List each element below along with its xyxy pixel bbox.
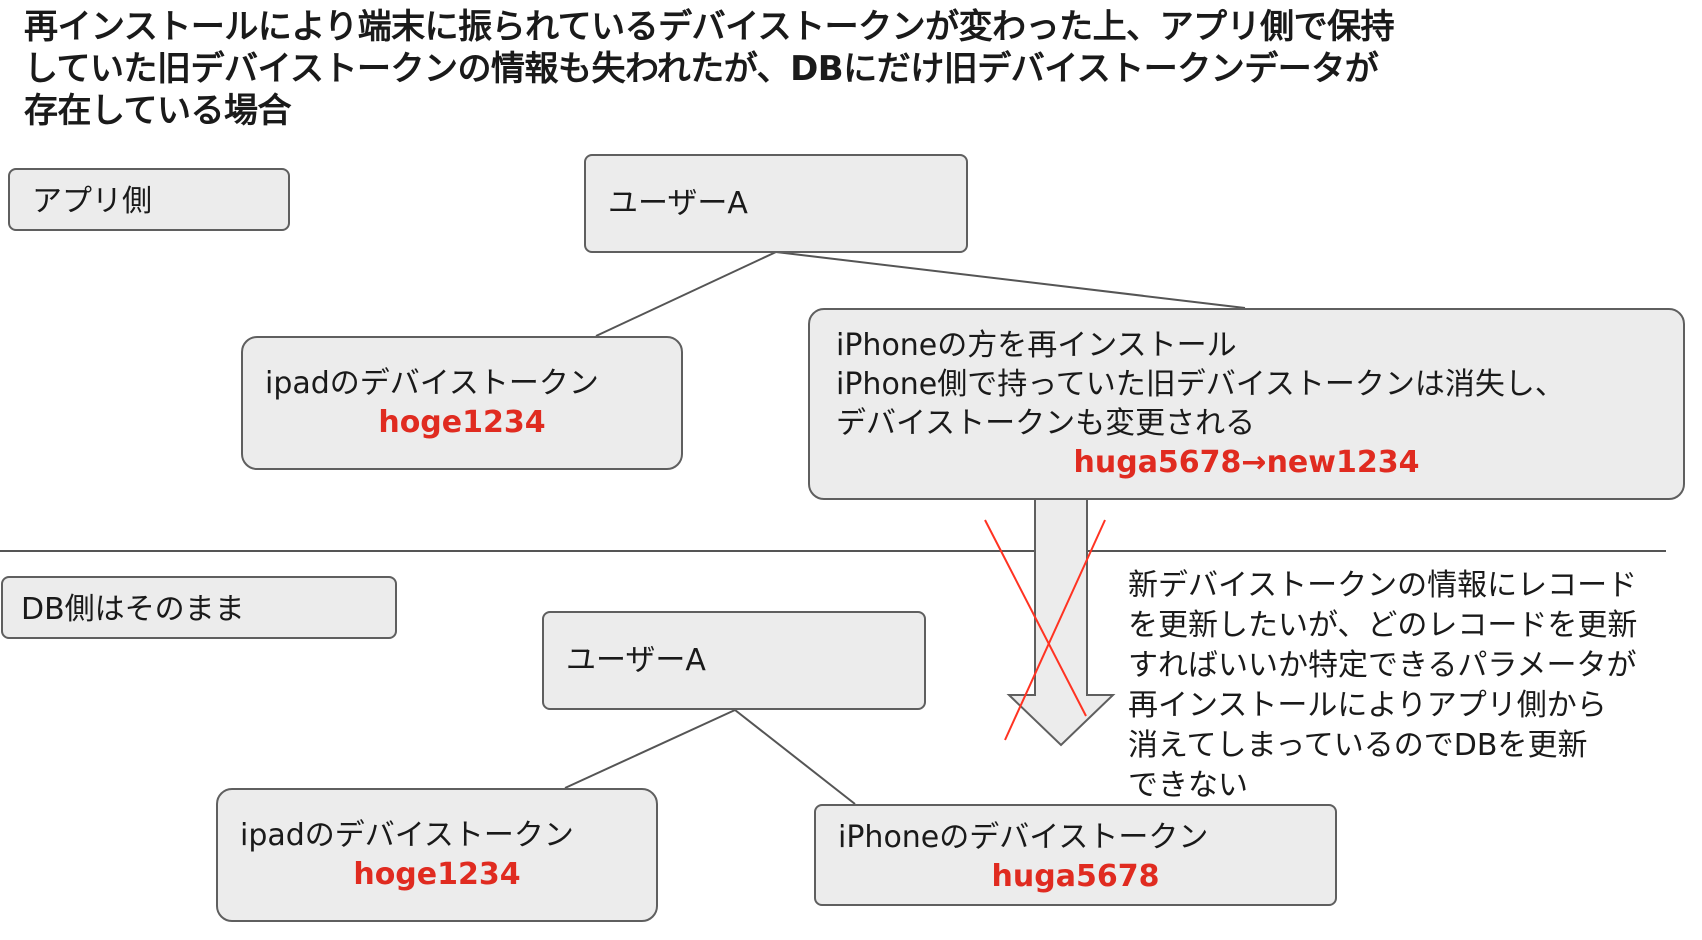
app-user-label: ユーザーA [608, 186, 748, 221]
db-ipad-label: ipadのデバイストークン [240, 818, 574, 853]
diagram-title: 再インストールにより端末に振られているデバイストークンが変わった上、アプリ側で保… [24, 6, 1664, 132]
app-section-label-box: アプリ側 [8, 168, 290, 231]
db-section-label: DB側はそのまま [21, 592, 245, 627]
app-ipad-token: hoge1234 [378, 405, 546, 440]
connector-db-user-to-iphone [734, 709, 856, 805]
db-section-label-box: DB側はそのまま [1, 576, 397, 639]
db-ipad-token: hoge1234 [353, 857, 521, 892]
app-iphone-line: デバイストークンも変更される [836, 406, 1256, 441]
note-line: すればいいか特定できるパラメータが [1128, 648, 1637, 683]
title-line: していた旧デバイストークンの情報も失われたが、DBにだけ旧デバイストークンデータ… [24, 49, 1379, 89]
connector-app-user-to-iphone [775, 251, 1246, 309]
cross-mark-line-1 [984, 519, 1087, 717]
app-ipad-label: ipadのデバイストークン [265, 366, 599, 401]
db-iphone-token: huga5678 [991, 859, 1160, 894]
note-line: できない [1128, 768, 1248, 803]
note-line: を更新したいが、どのレコードを更新 [1128, 608, 1638, 643]
app-user-node: ユーザーA [584, 154, 968, 253]
note-line: 再インストールによりアプリ側から [1128, 688, 1607, 723]
db-ipad-node: ipadのデバイストークン hoge1234 [216, 788, 658, 922]
app-section-label: アプリ側 [32, 184, 152, 219]
title-line: 再インストールにより端末に振られているデバイストークンが変わった上、アプリ側で保… [24, 7, 1395, 47]
connector-db-user-to-ipad [564, 709, 736, 789]
db-iphone-node: iPhoneのデバイストークン huga5678 [814, 804, 1337, 906]
title-line: 存在している場合 [24, 91, 291, 131]
explanation-note: 新デバイストークンの情報にレコード を更新したいが、どのレコードを更新 すればい… [1128, 566, 1702, 806]
app-iphone-node: iPhoneの方を再インストール iPhone側で持っていた旧デバイストークンは… [808, 308, 1685, 500]
app-iphone-line: iPhoneの方を再インストール [836, 328, 1237, 363]
cross-mark-line-2 [1004, 519, 1106, 741]
db-user-label: ユーザーA [566, 643, 706, 678]
app-iphone-line: iPhone側で持っていた旧デバイストークンは消失し、 [836, 367, 1565, 402]
note-line: 新デバイストークンの情報にレコード [1128, 568, 1638, 603]
connector-app-user-to-ipad [595, 251, 777, 337]
app-ipad-node: ipadのデバイストークン hoge1234 [241, 336, 683, 470]
db-user-node: ユーザーA [542, 611, 926, 710]
app-iphone-token: huga5678→new1234 [1073, 445, 1420, 480]
db-iphone-label: iPhoneのデバイストークン [838, 820, 1209, 855]
note-line: 消えてしまっているのでDBを更新 [1128, 728, 1588, 763]
